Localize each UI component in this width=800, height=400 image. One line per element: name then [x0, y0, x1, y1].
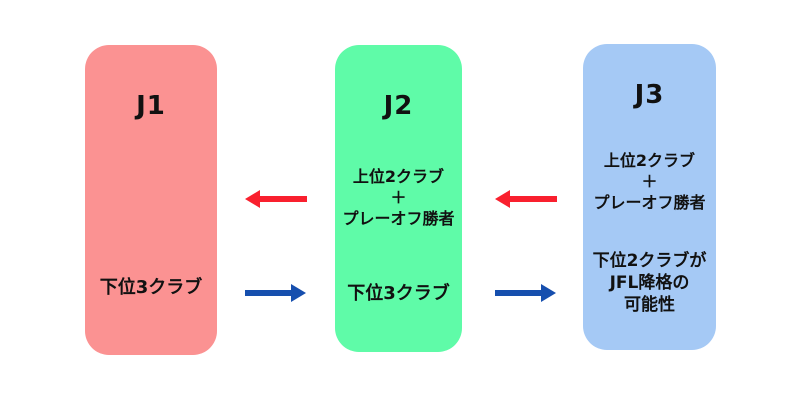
j3-promotion-block: 上位2クラブ ＋ プレーオフ勝者 — [583, 150, 716, 213]
promotion-arrow-j2-to-j1 — [245, 190, 307, 208]
j2-promotion-line: プレーオフ勝者 — [342, 209, 455, 228]
j2-promotion-line: 上位2クラブ — [352, 167, 445, 186]
j3-relegation-line: 可能性 — [624, 295, 675, 315]
arrow-shaft — [260, 196, 307, 202]
arrow-head-right-icon — [541, 284, 556, 302]
j3-relegation-block: 下位2クラブが JFL降格の 可能性 — [583, 250, 716, 316]
j3-promotion-line: プレーオフ勝者 — [593, 193, 706, 212]
relegation-arrow-j1-to-j2 — [245, 284, 306, 302]
j3-title: J3 — [634, 80, 665, 110]
j3-relegation-line: JFL降格の — [609, 273, 690, 293]
j3-relegation-line: 下位2クラブが — [592, 251, 707, 271]
j2-title: J2 — [383, 91, 414, 121]
j2-promotion-block: 上位2クラブ ＋ プレーオフ勝者 — [335, 166, 462, 229]
arrow-head-left-icon — [245, 190, 260, 208]
j1-relegation-label: 下位3クラブ — [99, 277, 203, 298]
j3-promotion-plus: ＋ — [641, 172, 658, 191]
j1-title: J1 — [136, 91, 166, 121]
arrow-shaft — [245, 290, 291, 296]
j3-promotion-line: 上位2クラブ — [603, 151, 696, 170]
j3-box: J3 上位2クラブ ＋ プレーオフ勝者 下位2クラブが JFL降格の 可能性 — [583, 44, 716, 350]
promotion-arrow-j3-to-j2 — [495, 190, 557, 208]
arrow-head-left-icon — [495, 190, 510, 208]
j2-promotion-plus: ＋ — [390, 188, 407, 207]
j2-relegation-label: 下位3クラブ — [347, 283, 450, 304]
j1-box: J1 下位3クラブ — [85, 45, 217, 355]
arrow-head-right-icon — [291, 284, 306, 302]
relegation-arrow-j2-to-j3 — [495, 284, 556, 302]
j2-box: J2 上位2クラブ ＋ プレーオフ勝者 下位3クラブ — [335, 45, 462, 352]
arrow-shaft — [510, 196, 557, 202]
arrow-shaft — [495, 290, 541, 296]
